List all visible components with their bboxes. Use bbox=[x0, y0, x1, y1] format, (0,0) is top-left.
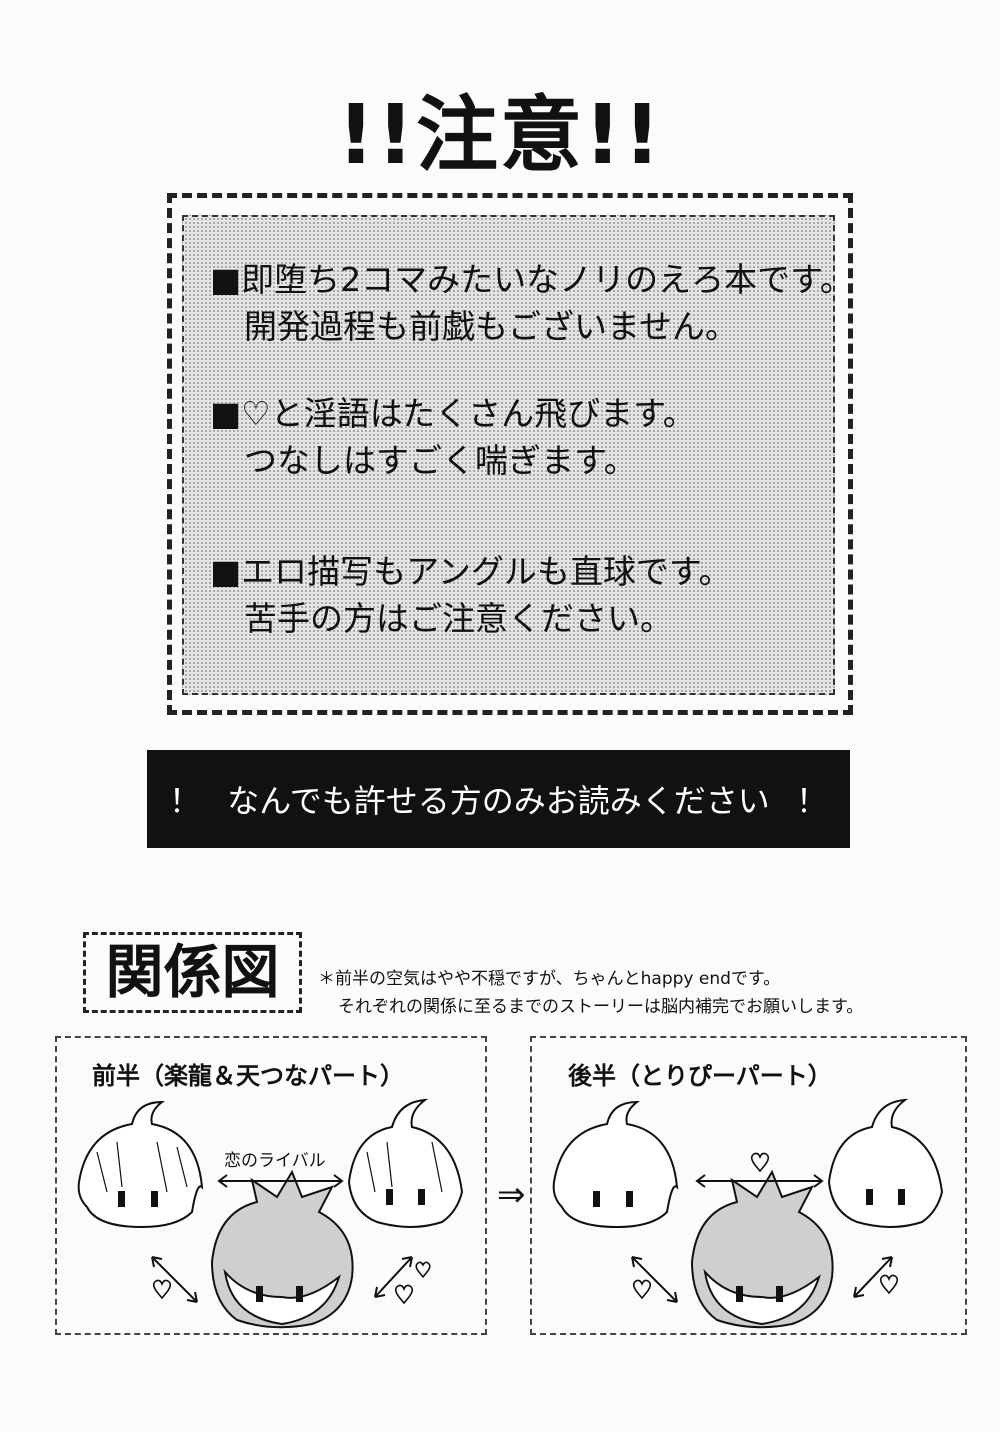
relation-note-2: それぞれの関係に至るまでのストーリーは脳内補完でお願いします。 bbox=[338, 997, 864, 1017]
first-half-panel: 前半（楽龍＆天つなパート） 恋のライバル bbox=[55, 1036, 487, 1335]
second-half-diagram bbox=[552, 1098, 944, 1329]
warning-3-line-1: ■エロ描写もアングルも直球です。 bbox=[210, 552, 732, 591]
character-head-left bbox=[552, 1100, 679, 1229]
relation-note-1: ＊前半の空気はやや不穏ですが、ちゃんとhappy endです。 bbox=[318, 969, 781, 989]
warning-inner-frame bbox=[182, 215, 835, 695]
heart-icon bbox=[152, 1279, 172, 1300]
double-arrows bbox=[151, 1174, 413, 1303]
read-warning-banner: ！ なんでも許せる方のみお読みください ！ bbox=[147, 750, 850, 848]
character-head-center bbox=[690, 1169, 834, 1329]
banner-text: なんでも許せる方のみお読みください bbox=[227, 782, 770, 820]
transition-arrow: ⇒ bbox=[497, 1175, 526, 1215]
first-half-diagram bbox=[77, 1098, 464, 1329]
relation-heading: 関係図 bbox=[83, 932, 302, 1013]
exclamation-mark: ！ bbox=[795, 782, 828, 820]
warning-1-line-2: 開発過程も前戯もございません。 bbox=[244, 307, 739, 346]
character-head-center bbox=[210, 1169, 354, 1329]
double-arrows bbox=[631, 1174, 893, 1303]
page-title: !!注意!! bbox=[337, 88, 663, 183]
heart-icon bbox=[750, 1152, 770, 1173]
character-head-left bbox=[77, 1100, 204, 1229]
heart-icon bbox=[394, 1284, 414, 1305]
second-half-panel: 後半（とりぴーパート） bbox=[530, 1036, 967, 1335]
heart-icon bbox=[879, 1274, 899, 1295]
heart-icon bbox=[415, 1261, 431, 1279]
warning-3-line-2: 苦手の方はご注意ください。 bbox=[244, 599, 673, 638]
first-half-title: 前半（楽龍＆天つなパート） bbox=[92, 1062, 404, 1090]
warning-1-line-1: ■即堕ち2コマみたいなノリのえろ本です。 bbox=[210, 260, 853, 299]
exclamation-mark: ！ bbox=[169, 782, 202, 820]
warning-outer-frame bbox=[167, 193, 853, 715]
rival-label: 恋のライバル bbox=[224, 1151, 326, 1171]
character-head-right bbox=[827, 1098, 944, 1228]
character-head-right bbox=[347, 1098, 464, 1228]
warning-2-line-2: つなしはすごく喘ぎます。 bbox=[244, 441, 637, 480]
second-half-title: 後半（とりぴーパート） bbox=[568, 1062, 832, 1090]
warning-2-line-1: ■♡と淫語はたくさん飛びます。 bbox=[210, 394, 696, 433]
heart-icon bbox=[632, 1279, 652, 1300]
